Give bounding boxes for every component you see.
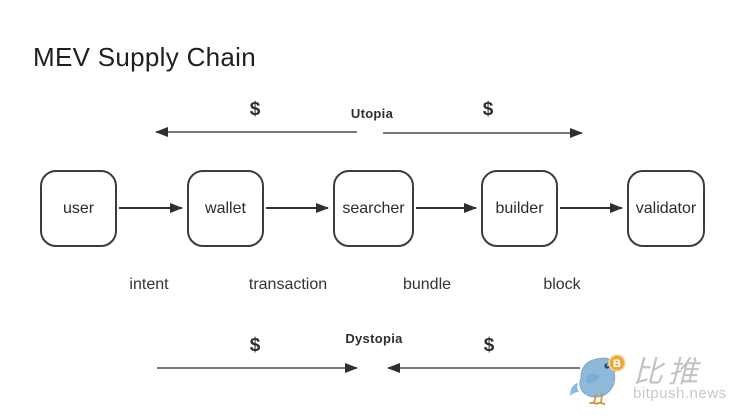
utopia-label: Utopia	[350, 106, 394, 121]
bitpush-watermark: B 比推 bitpush.news	[565, 344, 745, 419]
edge-label-transaction: transaction	[248, 276, 328, 293]
node-user-label: user	[62, 199, 95, 217]
brand-name-cn: 比推	[633, 356, 703, 389]
node-wallet-label: wallet	[205, 199, 246, 217]
dystopia-right-dollar: $	[483, 335, 495, 356]
node-searcher-label: searcher	[342, 199, 405, 217]
badge-letter: B	[613, 358, 621, 370]
dystopia-label: Dystopia	[345, 331, 403, 346]
utopia-right-dollar: $	[482, 99, 494, 120]
utopia-left-dollar: $	[249, 99, 261, 120]
node-wallet: wallet	[187, 170, 264, 247]
node-validator-label: validator	[635, 199, 697, 217]
node-builder-label: builder	[495, 199, 544, 217]
brand-domain: bitpush.news	[633, 385, 727, 402]
dystopia-left-dollar: $	[249, 335, 261, 356]
edge-label-bundle: bundle	[402, 276, 452, 293]
edge-label-block: block	[543, 276, 581, 293]
node-user: user	[40, 170, 117, 247]
bird-legs	[589, 393, 606, 405]
node-validator: validator	[627, 170, 705, 247]
node-builder: builder	[481, 170, 558, 247]
node-searcher: searcher	[333, 170, 414, 247]
edge-label-intent: intent	[129, 276, 169, 293]
twitter-bird-icon: B	[570, 354, 626, 405]
bitcoin-badge-icon: B	[608, 354, 626, 372]
page-title: MEV Supply Chain	[33, 42, 257, 72]
